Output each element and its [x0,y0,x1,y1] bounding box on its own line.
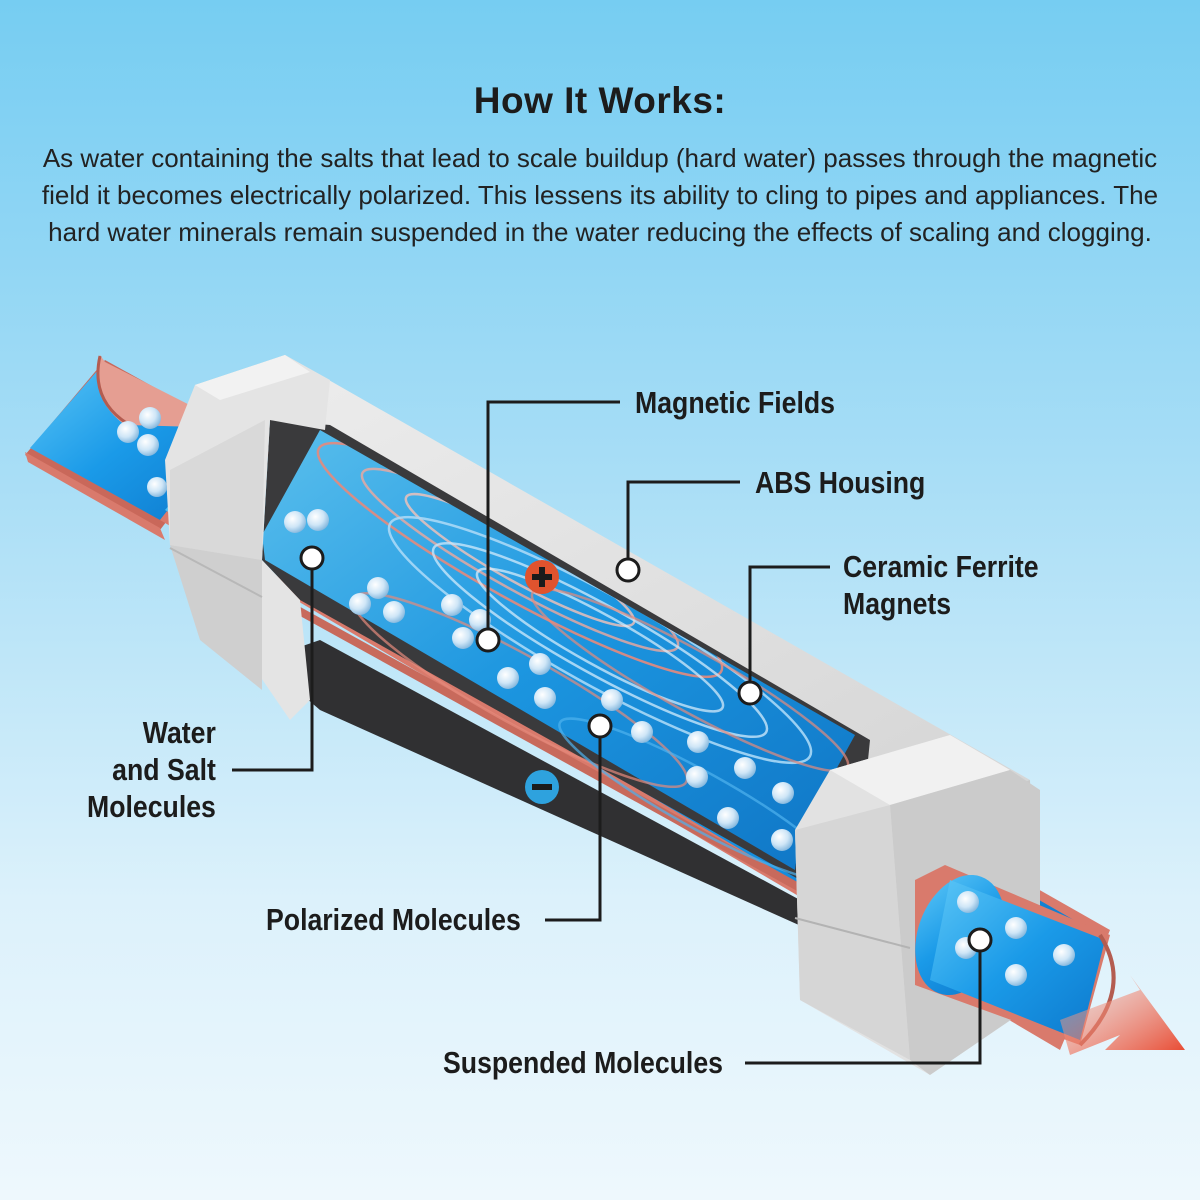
positive-pole-icon [525,560,559,594]
left-end-collar [165,355,330,720]
water-molecules [117,407,1075,986]
callout-dots [299,545,993,953]
abs-housing-body [195,355,1035,1040]
label-water-salt-molecules: Water and Salt Molecules [87,715,216,824]
label-magnetic-fields: Magnetic Fields [635,385,835,420]
negative-pole-icon [525,770,559,804]
flow-arrow-icon [1060,975,1185,1055]
label-polarized-molecules: Polarized Molecules [266,902,521,937]
label-ceramic-ferrite-magnets: Ceramic Ferrite Magnets [843,549,1039,621]
label-abs-housing: ABS Housing [755,465,926,500]
label-suspended-molecules: Suspended Molecules [443,1045,723,1080]
leader-lines [232,400,982,1065]
page-description: As water containing the salts that lead … [41,143,1159,247]
page-title: How It Works: [473,80,727,121]
